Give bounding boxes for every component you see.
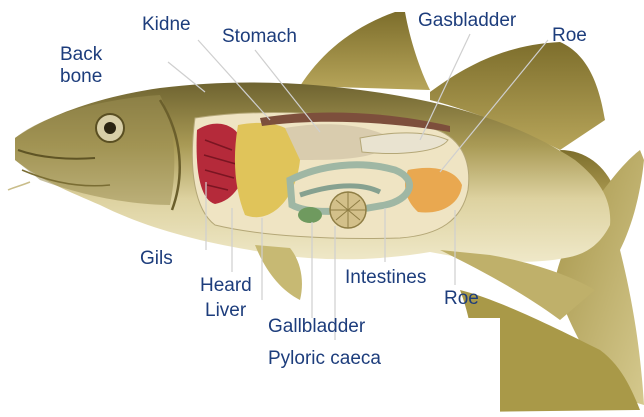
label-back-bone: Back bone <box>60 44 102 88</box>
label-gallbladder: Gallbladder <box>268 316 365 338</box>
label-gils: Gils <box>140 248 173 270</box>
gallbladder-organ <box>298 207 322 223</box>
label-liver: Liver <box>205 300 246 322</box>
barbel <box>8 182 30 190</box>
head-shade <box>15 95 174 205</box>
label-back-bone-line2: bone <box>60 66 102 88</box>
eye-pupil <box>104 122 116 134</box>
label-roe-bottom: Roe <box>444 288 479 310</box>
label-pyloric-caeca: Pyloric caeca <box>268 348 381 370</box>
dorsal-fin-1 <box>300 12 430 90</box>
label-gasbladder: Gasbladder <box>418 10 516 32</box>
label-roe-top: Roe <box>552 25 587 47</box>
label-heard: Heard <box>200 275 252 297</box>
label-back-bone-line1: Back <box>60 44 102 66</box>
label-intestines: Intestines <box>345 267 426 289</box>
label-kidne: Kidne <box>142 14 191 36</box>
top-mask <box>300 0 410 10</box>
label-stomach: Stomach <box>222 26 297 48</box>
bottom-mask <box>380 318 500 417</box>
